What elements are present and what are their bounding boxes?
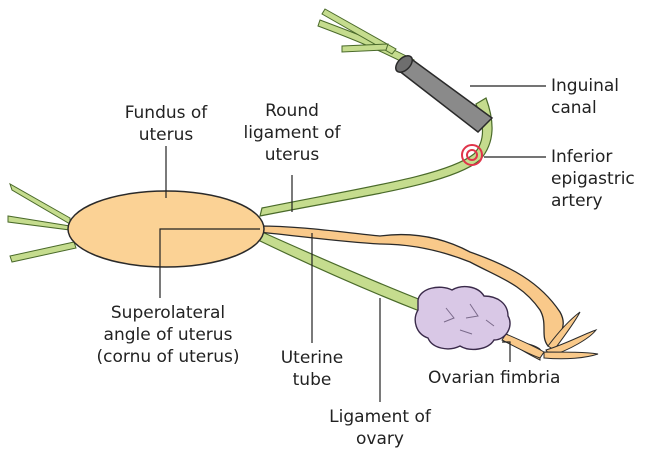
label-ligament-of-ovary: Ligament of ovary xyxy=(310,406,450,450)
label-line: uterus xyxy=(96,124,236,146)
label-line: angle of uterus xyxy=(78,324,258,346)
label-line: Fundus of xyxy=(96,102,236,124)
label-line: Inferior xyxy=(551,146,635,168)
label-line: Superolateral xyxy=(78,302,258,324)
inguinal-canal-tube xyxy=(393,53,492,132)
label-line: artery xyxy=(551,190,635,212)
label-line: ligament of xyxy=(236,122,348,144)
label-inferior-epigastric-artery: Inferior epigastric artery xyxy=(551,146,635,212)
label-fundus-of-uterus: Fundus of uterus xyxy=(96,102,236,146)
label-line: Round xyxy=(236,100,348,122)
label-ovarian-fimbria: Ovarian fimbria xyxy=(428,367,560,389)
left-ligaments xyxy=(8,184,76,262)
ovary xyxy=(415,287,510,350)
label-line: (cornu of uterus) xyxy=(78,346,258,368)
uterine-tube xyxy=(258,226,563,346)
label-round-ligament-of-uterus: Round ligament of uterus xyxy=(236,100,348,166)
label-line: ovary xyxy=(310,428,450,450)
ovarian-fimbria xyxy=(502,334,544,358)
label-uterine-tube: Uterine tube xyxy=(268,347,356,391)
label-inguinal-canal: Inguinal canal xyxy=(551,75,619,119)
round-ligament-tip xyxy=(318,9,414,66)
label-superolateral-angle: Superolateral angle of uterus (cornu of … xyxy=(78,302,258,368)
label-line: tube xyxy=(268,369,356,391)
label-line: Uterine xyxy=(268,347,356,369)
label-line: Inguinal xyxy=(551,75,619,97)
label-line: Ovarian fimbria xyxy=(428,367,560,389)
label-line: Ligament of xyxy=(310,406,450,428)
label-line: uterus xyxy=(236,144,348,166)
label-line: canal xyxy=(551,97,619,119)
label-line: epigastric xyxy=(551,168,635,190)
